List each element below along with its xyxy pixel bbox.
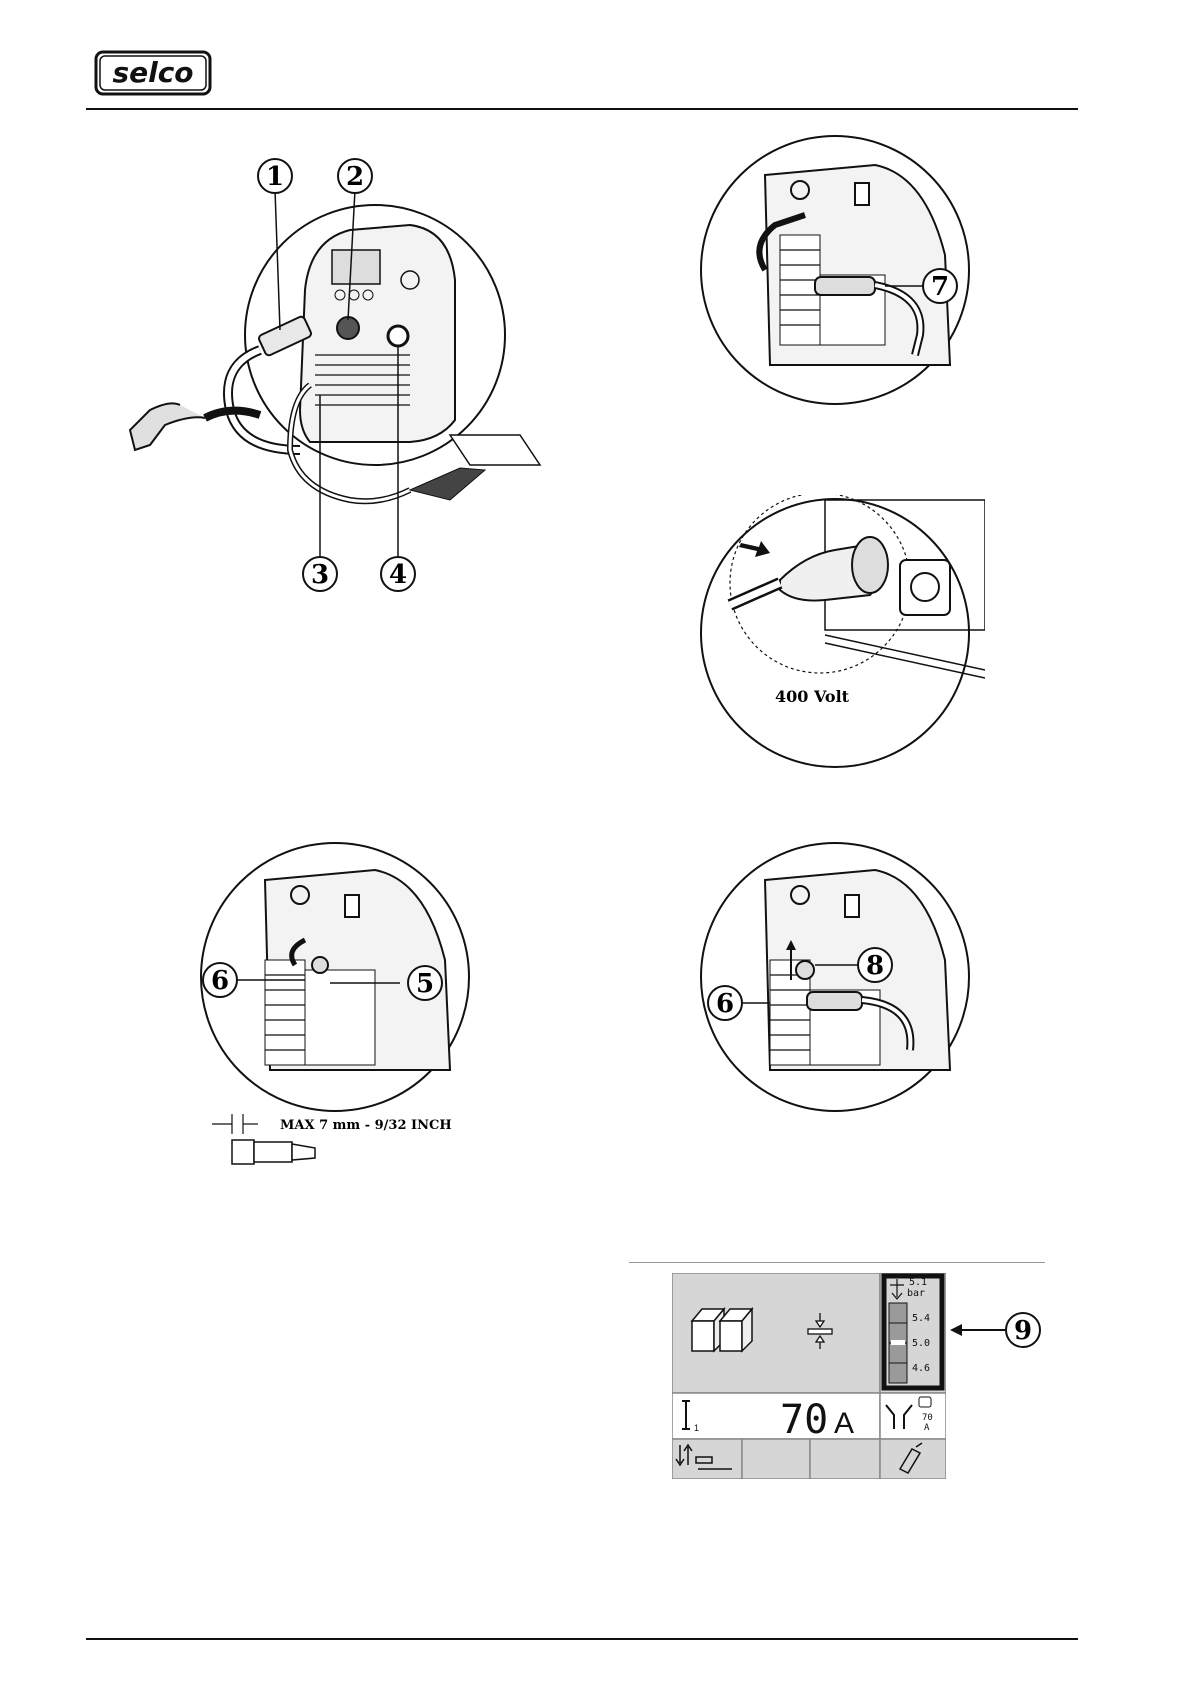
current-unit: A xyxy=(834,1407,854,1440)
svg-text:7: 7 xyxy=(931,272,949,302)
svg-text:6: 6 xyxy=(211,966,229,996)
svg-text:selco: selco xyxy=(112,56,193,89)
softkey-3[interactable] xyxy=(810,1439,880,1479)
svg-text:1: 1 xyxy=(266,162,284,192)
callout-9: 9 xyxy=(948,1310,1048,1350)
softkey-2[interactable] xyxy=(742,1439,810,1479)
svg-text:MAX 7 mm - 9/32 INCH: MAX 7 mm - 9/32 INCH xyxy=(280,1118,452,1133)
header-rule xyxy=(86,108,1078,110)
svg-text:5: 5 xyxy=(416,969,434,999)
pressure-unit: bar xyxy=(907,1288,925,1299)
section-rule xyxy=(629,1262,1045,1263)
figure-rear-gas-inlet: 7 xyxy=(695,135,985,410)
svg-text:4.6: 4.6 xyxy=(912,1363,930,1374)
svg-text:6: 6 xyxy=(716,989,734,1019)
current-value: 70 xyxy=(780,1397,828,1443)
svg-text:A: A xyxy=(924,1423,930,1433)
svg-text:8: 8 xyxy=(866,951,884,981)
current-index: 1 xyxy=(694,1423,699,1433)
pressure-bar xyxy=(889,1303,907,1383)
control-panel-display: 5.1 bar 5.4 5.0 4.6 1 70 A 70 A xyxy=(672,1273,946,1479)
voltage-label: 400 Volt xyxy=(775,687,850,706)
svg-text:4: 4 xyxy=(389,560,407,590)
svg-text:9: 9 xyxy=(1014,1316,1032,1346)
svg-text:70: 70 xyxy=(922,1413,933,1423)
pressure-set-value: 5.1 xyxy=(909,1277,927,1288)
figure-gas-quick-release: 6 8 xyxy=(695,840,985,1115)
material-blocks-icon xyxy=(692,1309,752,1351)
figure-gas-coupling: 6 5 xyxy=(195,840,485,1115)
figure-mains-plug: 400 Volt xyxy=(695,495,985,770)
softkey-process[interactable] xyxy=(672,1439,742,1479)
selco-logo: selco xyxy=(94,50,212,96)
svg-text:3: 3 xyxy=(311,560,329,590)
figure-hose-dimension: MAX 7 mm - 9/32 INCH xyxy=(210,1110,490,1170)
svg-text:5.0: 5.0 xyxy=(912,1338,930,1349)
svg-text:2: 2 xyxy=(346,162,364,192)
footer-rule xyxy=(86,1638,1078,1640)
figure-front-connections: 1 2 3 4 xyxy=(110,150,570,610)
svg-text:5.4: 5.4 xyxy=(912,1313,930,1324)
softkey-settings[interactable] xyxy=(880,1439,946,1479)
